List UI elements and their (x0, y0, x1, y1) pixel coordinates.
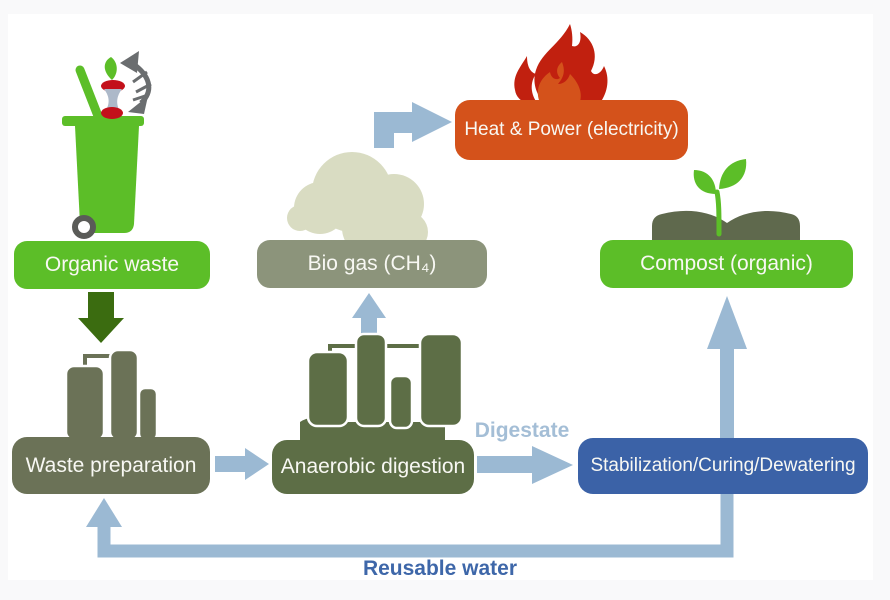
apple-core-icon (101, 57, 125, 119)
node-stabilization-label: Stabilization/Curing/Dewatering (590, 455, 856, 476)
node-waste-preparation[interactable]: Waste preparation (12, 437, 210, 494)
waste-bin-icon (62, 65, 144, 239)
node-stabilization[interactable]: Stabilization/Curing/Dewatering (578, 438, 868, 494)
stabilization-to-compost-arrow (707, 296, 747, 440)
node-compost-label: Compost (organic) (640, 252, 813, 275)
flame-icon (514, 24, 608, 106)
node-organic-waste-label: Organic waste (44, 253, 180, 276)
node-organic-waste[interactable]: Organic waste (14, 241, 210, 289)
organic-to-preparation-arrow (78, 292, 124, 343)
fishbone-icon (120, 51, 152, 114)
digestion-to-biogas-arrow (352, 293, 386, 346)
digestate-arrow (477, 446, 573, 484)
sprout-icon (693, 159, 747, 237)
preparation-tanks-icon (64, 348, 159, 442)
node-compost[interactable]: Compost (organic) (600, 240, 853, 288)
node-heat-power-label: Heat & Power (electricity) (464, 119, 679, 140)
biogas-to-heat-arrow (374, 102, 452, 148)
node-anaerobic-digestion[interactable]: Anaerobic digestion (272, 440, 474, 494)
reusable-water-arrow (86, 490, 734, 558)
digester-tanks-icon (300, 332, 464, 444)
node-waste-preparation-label: Waste preparation (25, 453, 197, 477)
digestate-label: Digestate (474, 419, 570, 442)
reusable-water-label: Reusable water (362, 557, 518, 580)
node-bio-gas[interactable]: Bio gas (CH₄) (257, 240, 487, 288)
node-bio-gas-label: Bio gas (CH₄) (307, 252, 437, 275)
preparation-to-digestion-arrow (215, 448, 269, 480)
node-anaerobic-digestion-label: Anaerobic digestion (280, 455, 466, 478)
node-heat-power[interactable]: Heat & Power (electricity) (455, 100, 688, 160)
